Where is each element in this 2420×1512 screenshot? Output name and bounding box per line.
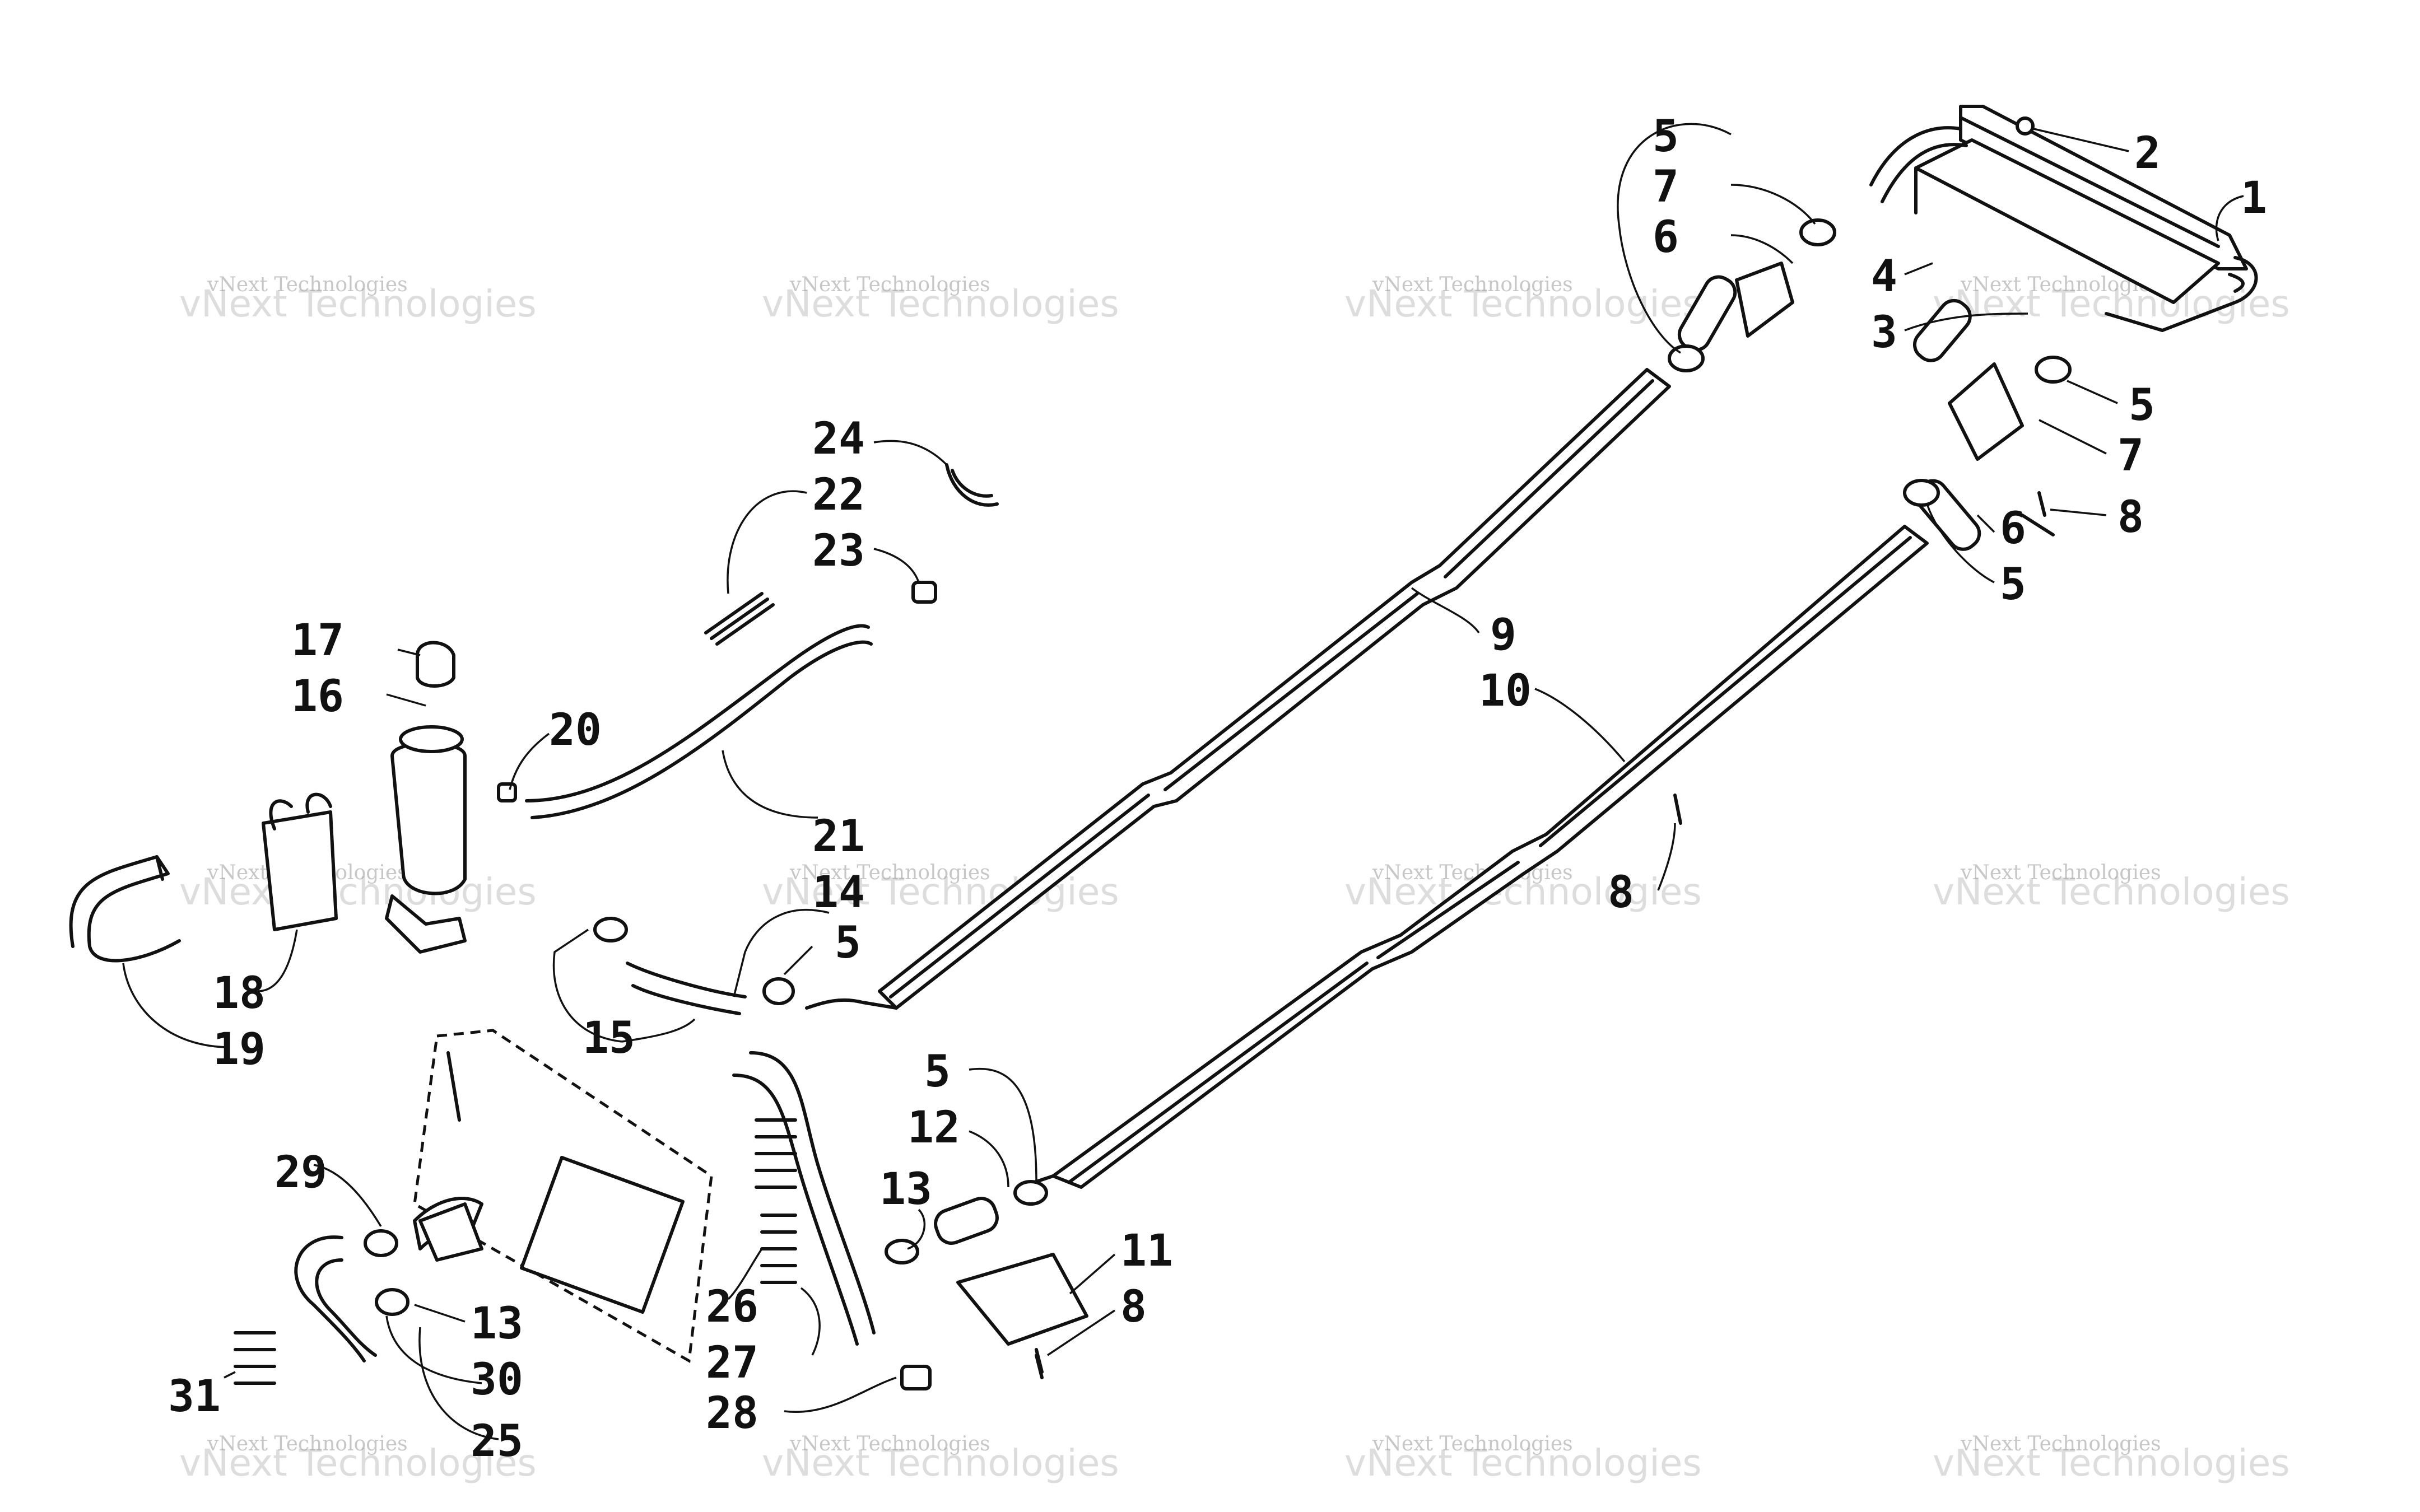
callout-1: 1	[2241, 173, 2267, 223]
watermark-large: vNext Technologies	[762, 282, 1119, 325]
callout-3: 3	[1871, 307, 1897, 358]
callout-7-top: 7	[1653, 162, 1679, 212]
callout-13-low: 13	[471, 1299, 523, 1349]
callout-2: 2	[2134, 128, 2161, 179]
watermark-large: vNext Technologies	[1933, 1441, 2290, 1485]
callout-27: 27	[706, 1338, 758, 1388]
callout-18: 18	[213, 968, 266, 1019]
upper-cooling-tube	[805, 368, 1671, 1010]
callout-8-mid: 8	[1608, 867, 1634, 918]
callout-5-center: 5	[835, 918, 861, 968]
radiator-springs	[755, 1118, 797, 1284]
callout-5-low: 5	[924, 1047, 951, 1097]
overflow-hose	[497, 581, 937, 819]
watermark-large: vNext Technologies	[762, 1441, 1119, 1485]
callout-6-top: 6	[1653, 212, 1679, 263]
callout-6-right: 6	[2000, 503, 2026, 554]
rear-heat-exchanger	[1869, 105, 2258, 332]
callout-14: 14	[812, 867, 865, 918]
callout-17: 17	[291, 615, 344, 666]
callout-11: 11	[1120, 1226, 1173, 1276]
callout-29: 29	[274, 1147, 327, 1198]
watermark-small: vNext Technologies	[1372, 273, 1573, 296]
radiator-hose	[732, 1051, 932, 1390]
watermark-small: vNext Technologies	[1372, 1432, 1573, 1455]
lower-cooling-tube	[1018, 525, 1929, 1189]
watermark-large: vNext Technologies	[1344, 1441, 1702, 1485]
callout-30: 30	[471, 1355, 523, 1405]
callout-24: 24	[812, 414, 865, 464]
callout-12: 12	[908, 1103, 960, 1153]
watermark-small: vNext Technologies	[207, 273, 408, 296]
parts	[69, 105, 2258, 1390]
elbow-spring	[234, 1331, 276, 1385]
watermark-small: vNext Technologies	[789, 1432, 990, 1455]
callout-7-right: 7	[2118, 431, 2144, 481]
watermark-large: vNext Technologies	[179, 282, 537, 325]
callout-28: 28	[706, 1388, 758, 1439]
hose-clip	[945, 463, 999, 507]
screws	[1035, 491, 2046, 1379]
coolant-reservoir	[385, 641, 467, 954]
callout-15: 15	[583, 1013, 635, 1063]
callout-25: 25	[471, 1416, 523, 1467]
watermark-large: vNext Technologies	[179, 870, 537, 913]
watermark-small: vNext Technologies	[1960, 861, 2161, 884]
watermark-small: vNext Technologies	[789, 273, 990, 296]
callout-4: 4	[1871, 251, 1897, 302]
watermark-large: vNext Technologies	[1344, 870, 1702, 913]
callout-22: 22	[812, 470, 865, 520]
callout-13-mid: 13	[879, 1164, 932, 1215]
callout-20: 20	[549, 705, 602, 755]
callout-23: 23	[812, 526, 865, 576]
callout-16: 16	[291, 671, 344, 722]
callouts: 1 2 3 4 5 7 6 5 7 8 6 5 9 10 8 11 8 12 5…	[168, 111, 2267, 1467]
callout-26: 26	[706, 1282, 758, 1332]
watermark-small: vNext Technologies	[1960, 1432, 2161, 1455]
hose-spring	[704, 592, 775, 646]
elbow-hose	[294, 1202, 483, 1362]
callout-9: 9	[1490, 610, 1516, 660]
watermark-small: vNext Technologies	[207, 1432, 408, 1455]
supply-hose	[593, 917, 795, 1015]
watermarks: vNext Technologies vNext Technologies vN…	[179, 273, 2290, 1485]
radiator-panel	[413, 1029, 713, 1364]
callout-5-right: 5	[2129, 380, 2155, 431]
watermark-small: vNext Technologies	[789, 861, 990, 884]
callout-31: 31	[168, 1371, 221, 1422]
watermark-large: vNext Technologies	[179, 1441, 537, 1485]
callout-19: 19	[213, 1024, 266, 1075]
callout-21: 21	[812, 811, 865, 862]
rear-connector-hoses	[1668, 218, 2072, 551]
callout-5-top: 5	[1653, 111, 1679, 162]
leader-lines	[122, 123, 2244, 1440]
watermark-large: vNext Technologies	[1933, 870, 2290, 913]
front-connector	[885, 1180, 1088, 1374]
callout-5-right-low: 5	[2000, 559, 2026, 610]
callout-8-low: 8	[1120, 1282, 1147, 1332]
callout-8-right: 8	[2118, 492, 2144, 543]
callout-10: 10	[1479, 666, 1532, 716]
reservoir-bracket	[69, 792, 338, 963]
